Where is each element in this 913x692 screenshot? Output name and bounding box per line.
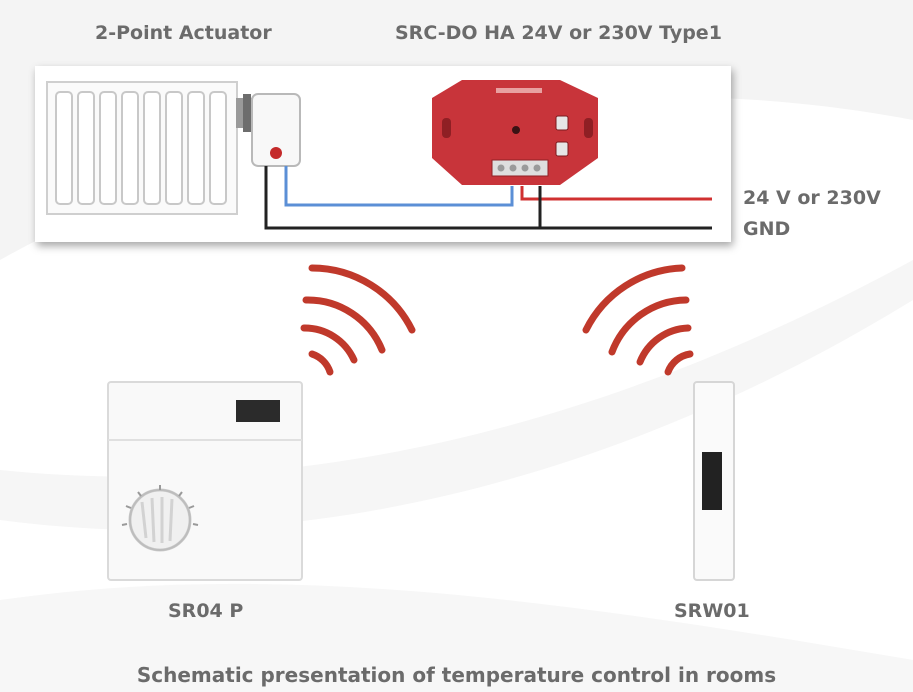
radiator-icon xyxy=(46,81,238,215)
controller-label: SRC-DO HA 24V or 230V Type1 xyxy=(395,22,722,44)
ground-label: GND xyxy=(743,218,791,240)
radio-wave-icon xyxy=(300,264,416,376)
room-sensor-icon xyxy=(107,381,303,581)
controller-module-icon xyxy=(432,80,598,185)
wall-switch-icon xyxy=(693,381,735,581)
actuator-icon xyxy=(236,93,301,167)
radio-wave-icon xyxy=(582,264,694,376)
room-sensor-label: SR04 P xyxy=(168,600,244,622)
actuator-label: 2-Point Actuator xyxy=(95,22,272,44)
wall-switch-label: SRW01 xyxy=(674,600,750,622)
diagram-caption: Schematic presentation of temperature co… xyxy=(136,663,777,687)
wiring xyxy=(264,166,712,230)
voltage-label: 24 V or 230V xyxy=(743,187,881,209)
